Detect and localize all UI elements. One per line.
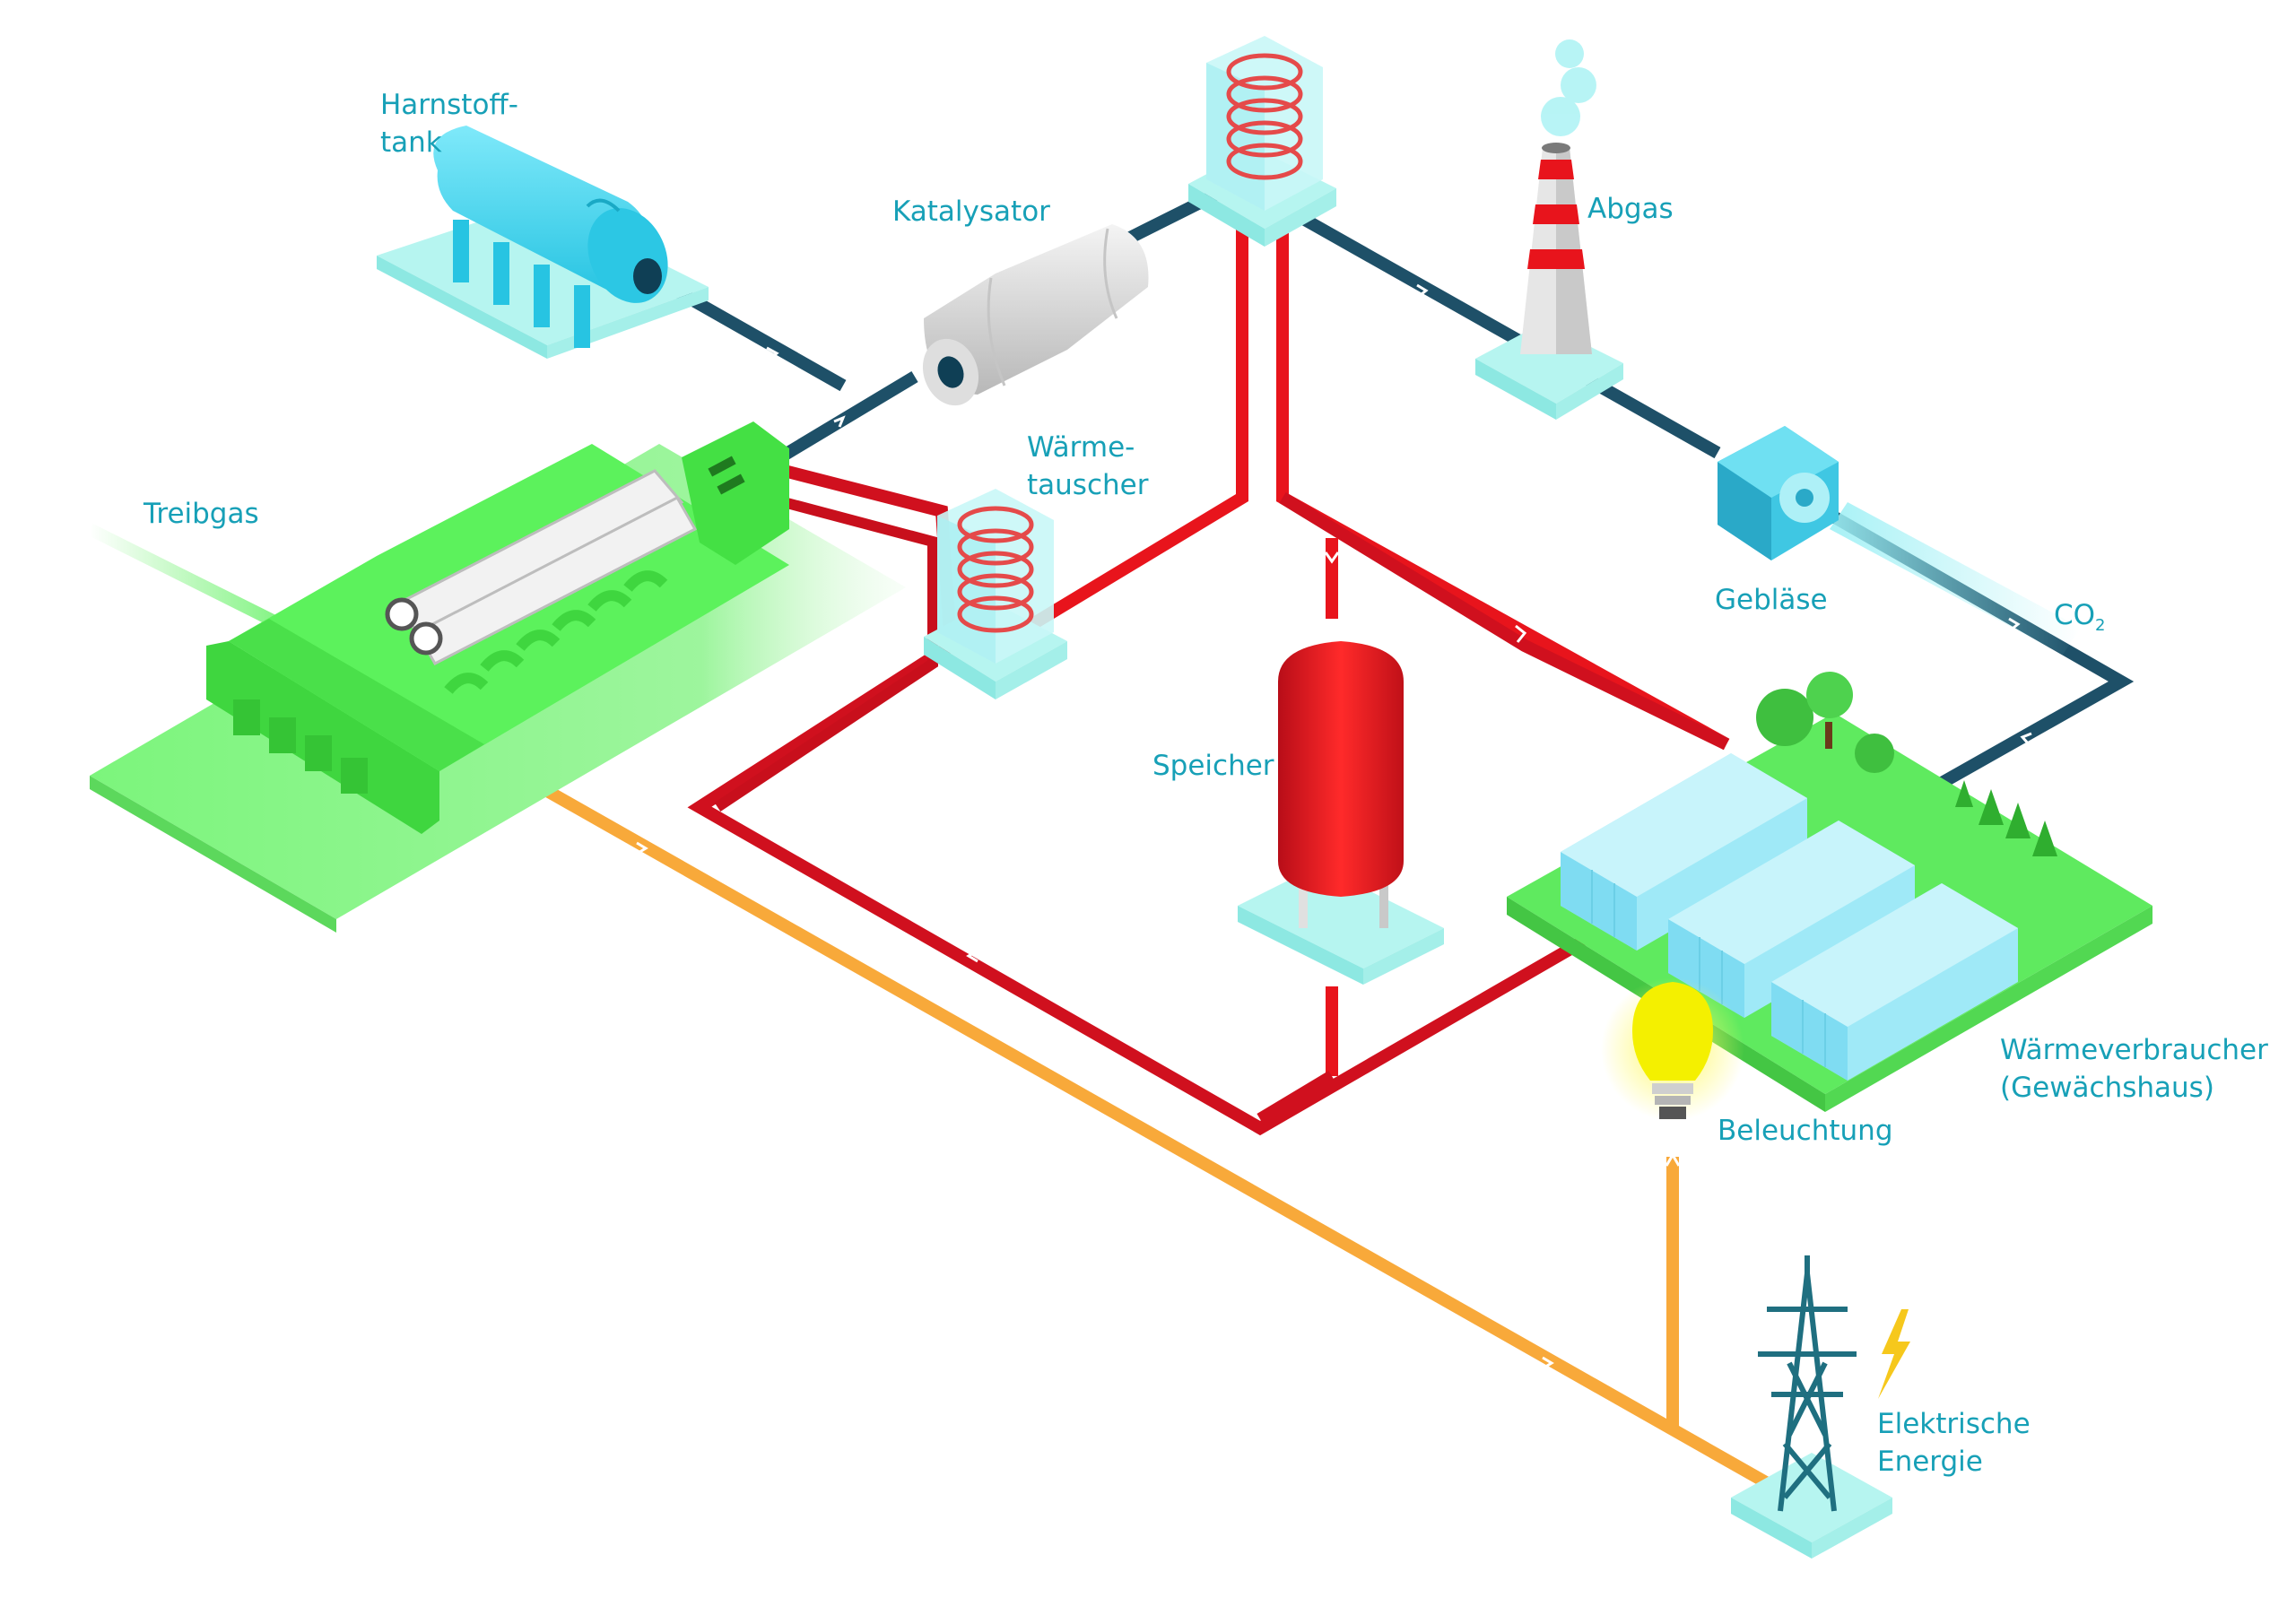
- light-bulb-icon: [1601, 977, 1744, 1121]
- exhaust-arrows: [766, 283, 2032, 745]
- tree-icon: [1756, 672, 2057, 856]
- label-waermetauscher: Wärme- tauscher: [1027, 431, 1149, 501]
- electric-line: [458, 736, 1788, 1499]
- catalyst-icon: [922, 224, 1149, 406]
- heat-exchanger-icon: [924, 489, 1067, 699]
- label-beleuchtung: Beleuchtung: [1718, 1115, 1893, 1147]
- electric-line-arrows: [636, 841, 1681, 1370]
- label-katalysator: Katalysator: [892, 195, 1050, 228]
- co2-glow: [1830, 502, 2081, 655]
- storage-tank-icon: [1238, 641, 1444, 985]
- heat-pipe-arrows: [966, 551, 1527, 963]
- label-elektrische-energie: Elektrische Energie: [1877, 1408, 2031, 1478]
- chimney-icon: [1475, 39, 1623, 420]
- label-waermeverbraucher: Wärmeverbraucher (Gewächshaus): [2000, 1034, 2268, 1104]
- heat-exchanger-icon: [1188, 36, 1336, 247]
- urea-tank-icon: [377, 126, 709, 359]
- heat-pipes: [687, 224, 1730, 1136]
- power-tower-icon: [1731, 1255, 1892, 1559]
- engine-icon: [90, 421, 906, 933]
- label-treibgas: Treibgas: [144, 498, 259, 530]
- greenhouse-icon: [1507, 672, 2152, 1112]
- label-speicher: Speicher: [1152, 750, 1274, 782]
- lightning-bolt-icon: [1878, 1309, 1910, 1399]
- label-co2: CO2: [2054, 599, 2106, 636]
- label-abgas: Abgas: [1587, 193, 1674, 225]
- label-geblaese: Gebläse: [1715, 584, 1828, 616]
- label-harnstofftank: Harnstoff- tank: [380, 89, 518, 159]
- blower-icon: [1718, 426, 1839, 560]
